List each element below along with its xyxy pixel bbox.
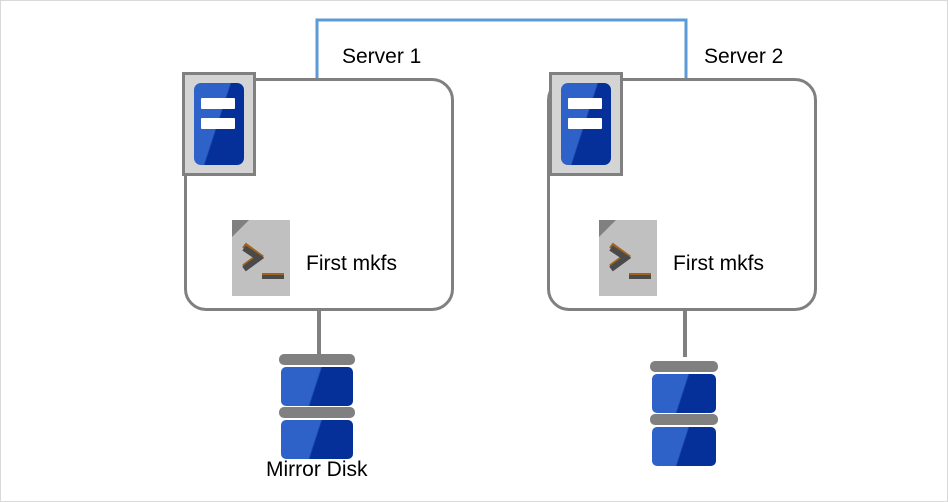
terminal-prompt-icon <box>609 242 651 279</box>
server-rack-icon-bar <box>201 118 235 129</box>
mirror-disk-caption: Mirror Disk <box>266 458 368 481</box>
disk-platter <box>279 407 355 418</box>
disk-block <box>281 420 353 459</box>
disk-block <box>281 367 353 406</box>
server-1-disk-stem <box>317 311 321 357</box>
terminal-prompt-icon <box>242 242 284 279</box>
server-2-disk-stem <box>683 311 687 357</box>
disk-platter <box>650 361 718 372</box>
server-rack-icon-bar <box>568 118 602 129</box>
server-rack-icon <box>182 72 256 176</box>
server-rack-icon <box>549 72 623 176</box>
interconnect-link <box>315 18 688 79</box>
server-rack-icon-body <box>561 83 611 165</box>
mirror-disk-2 <box>650 361 718 466</box>
server-2-box[interactable] <box>547 78 817 311</box>
server-rack-icon-bar <box>201 98 235 109</box>
mirror-disk-1 <box>279 354 355 459</box>
server-rack-icon-bar <box>568 98 602 109</box>
script-file-icon <box>599 220 657 296</box>
server-2-mkfs-label: First mkfs <box>673 252 764 275</box>
disk-block <box>652 374 716 413</box>
disk-platter <box>279 354 355 365</box>
server-1-label: Server 1 <box>342 45 422 68</box>
disk-platter <box>650 414 718 425</box>
server-2-label: Server 2 <box>704 45 784 68</box>
disk-block <box>652 427 716 466</box>
server-1-mkfs-label: First mkfs <box>306 252 397 275</box>
script-file-icon <box>232 220 290 296</box>
server-rack-icon-body <box>194 83 244 165</box>
